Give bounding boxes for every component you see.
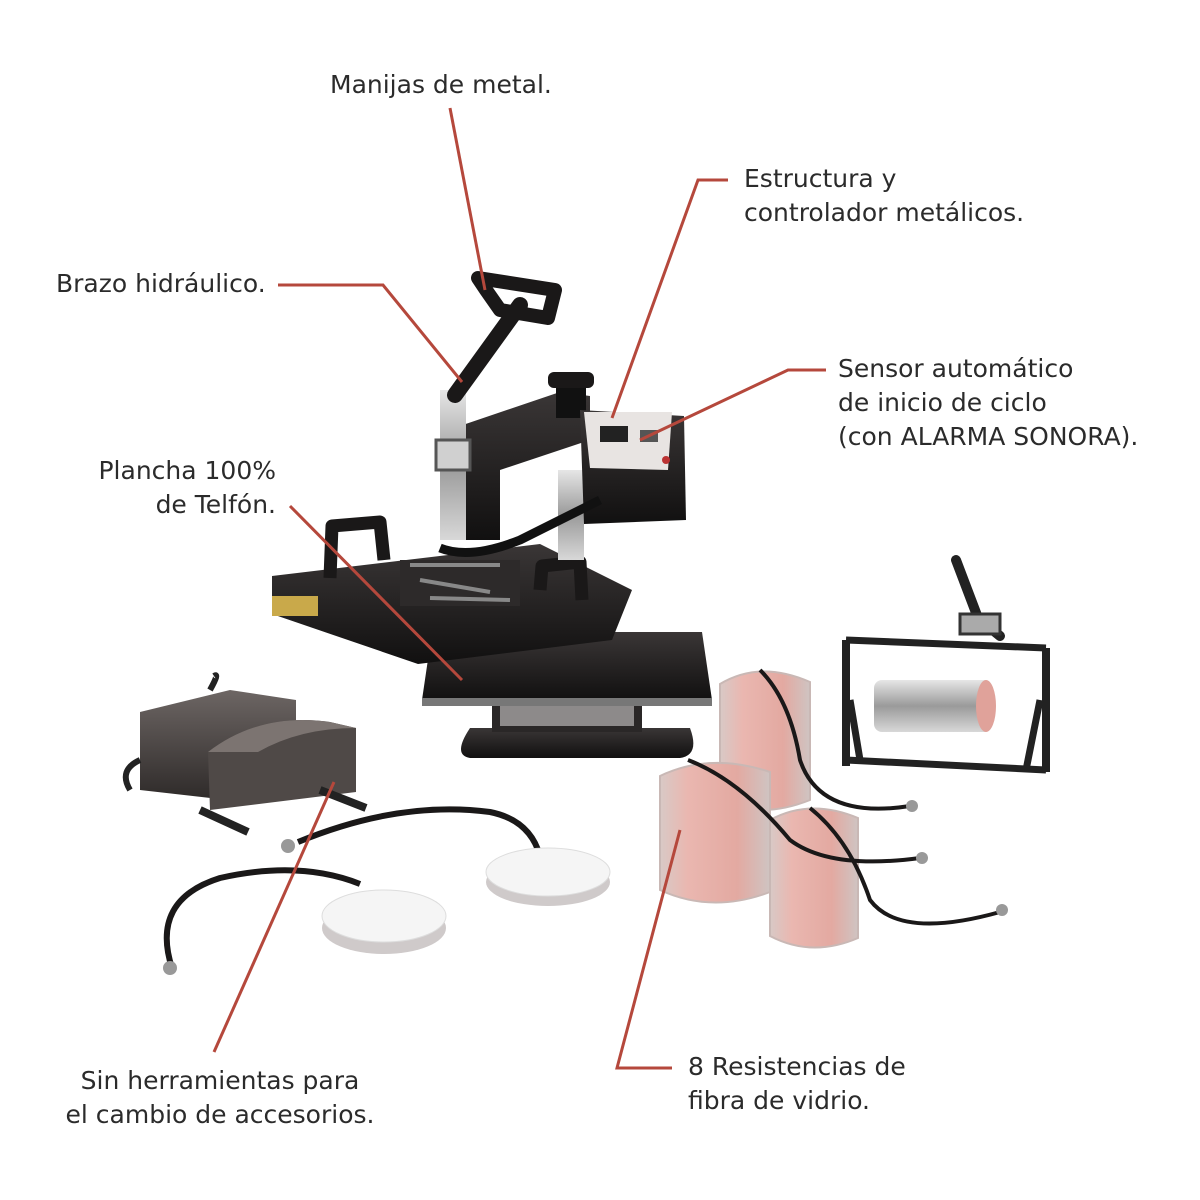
pressure-knob xyxy=(548,372,594,388)
callout-plate: Plancha 100% de Telfón. xyxy=(80,454,276,522)
callout-structure: Estructura y controlador metálicos. xyxy=(744,162,1024,230)
callout-plate-line-1: Plancha 100% xyxy=(98,456,276,485)
mug-press-attachment xyxy=(842,555,1050,774)
callout-tools-line-1: Sin herramientas para xyxy=(80,1066,360,1095)
callout-sensor: Sensor automático de inicio de ciclo (co… xyxy=(838,352,1138,454)
warning-sticker xyxy=(272,596,318,616)
leader-line-handles xyxy=(448,107,487,291)
callout-structure-line-1: Estructura y xyxy=(744,164,897,193)
callout-resistances: 8 Resistencias de fibra de vidrio. xyxy=(688,1050,906,1118)
callout-handles-line-1: Manijas de metal. xyxy=(330,70,552,99)
callout-handles: Manijas de metal. xyxy=(330,68,552,102)
callout-structure-line-2: controlador metálicos. xyxy=(744,198,1025,227)
callout-resistances-line-1: 8 Resistencias de xyxy=(688,1052,906,1081)
leader-line-arm xyxy=(278,283,464,383)
plate-heaters xyxy=(163,806,611,975)
callout-plate-line-2: de Telfón. xyxy=(155,490,276,519)
controller-display xyxy=(600,426,628,442)
callout-tools: Sin herramientas para el cambio de acces… xyxy=(40,1064,400,1132)
main-heat-press xyxy=(272,271,712,758)
callout-arm: Brazo hidráulico. xyxy=(56,267,266,301)
callout-resistances-line-2: fibra de vidrio. xyxy=(688,1086,870,1115)
mug-heaters xyxy=(659,668,1008,949)
leader-line-plate xyxy=(288,504,464,682)
callout-tools-line-2: el cambio de accesorios. xyxy=(65,1100,375,1129)
leader-line-sensor xyxy=(639,368,826,442)
callout-sensor-line-3: (con ALARMA SONORA). xyxy=(838,422,1139,451)
leader-lines xyxy=(212,107,826,1070)
leader-line-tools xyxy=(212,781,336,1053)
leader-line-structure xyxy=(610,178,728,419)
callout-sensor-line-1: Sensor automático xyxy=(838,354,1074,383)
leader-line-resistances xyxy=(615,829,682,1070)
cap-press-attachment xyxy=(122,672,368,836)
callout-sensor-line-2: de inicio de ciclo xyxy=(838,388,1047,417)
callout-arm-line-1: Brazo hidráulico. xyxy=(56,269,266,298)
